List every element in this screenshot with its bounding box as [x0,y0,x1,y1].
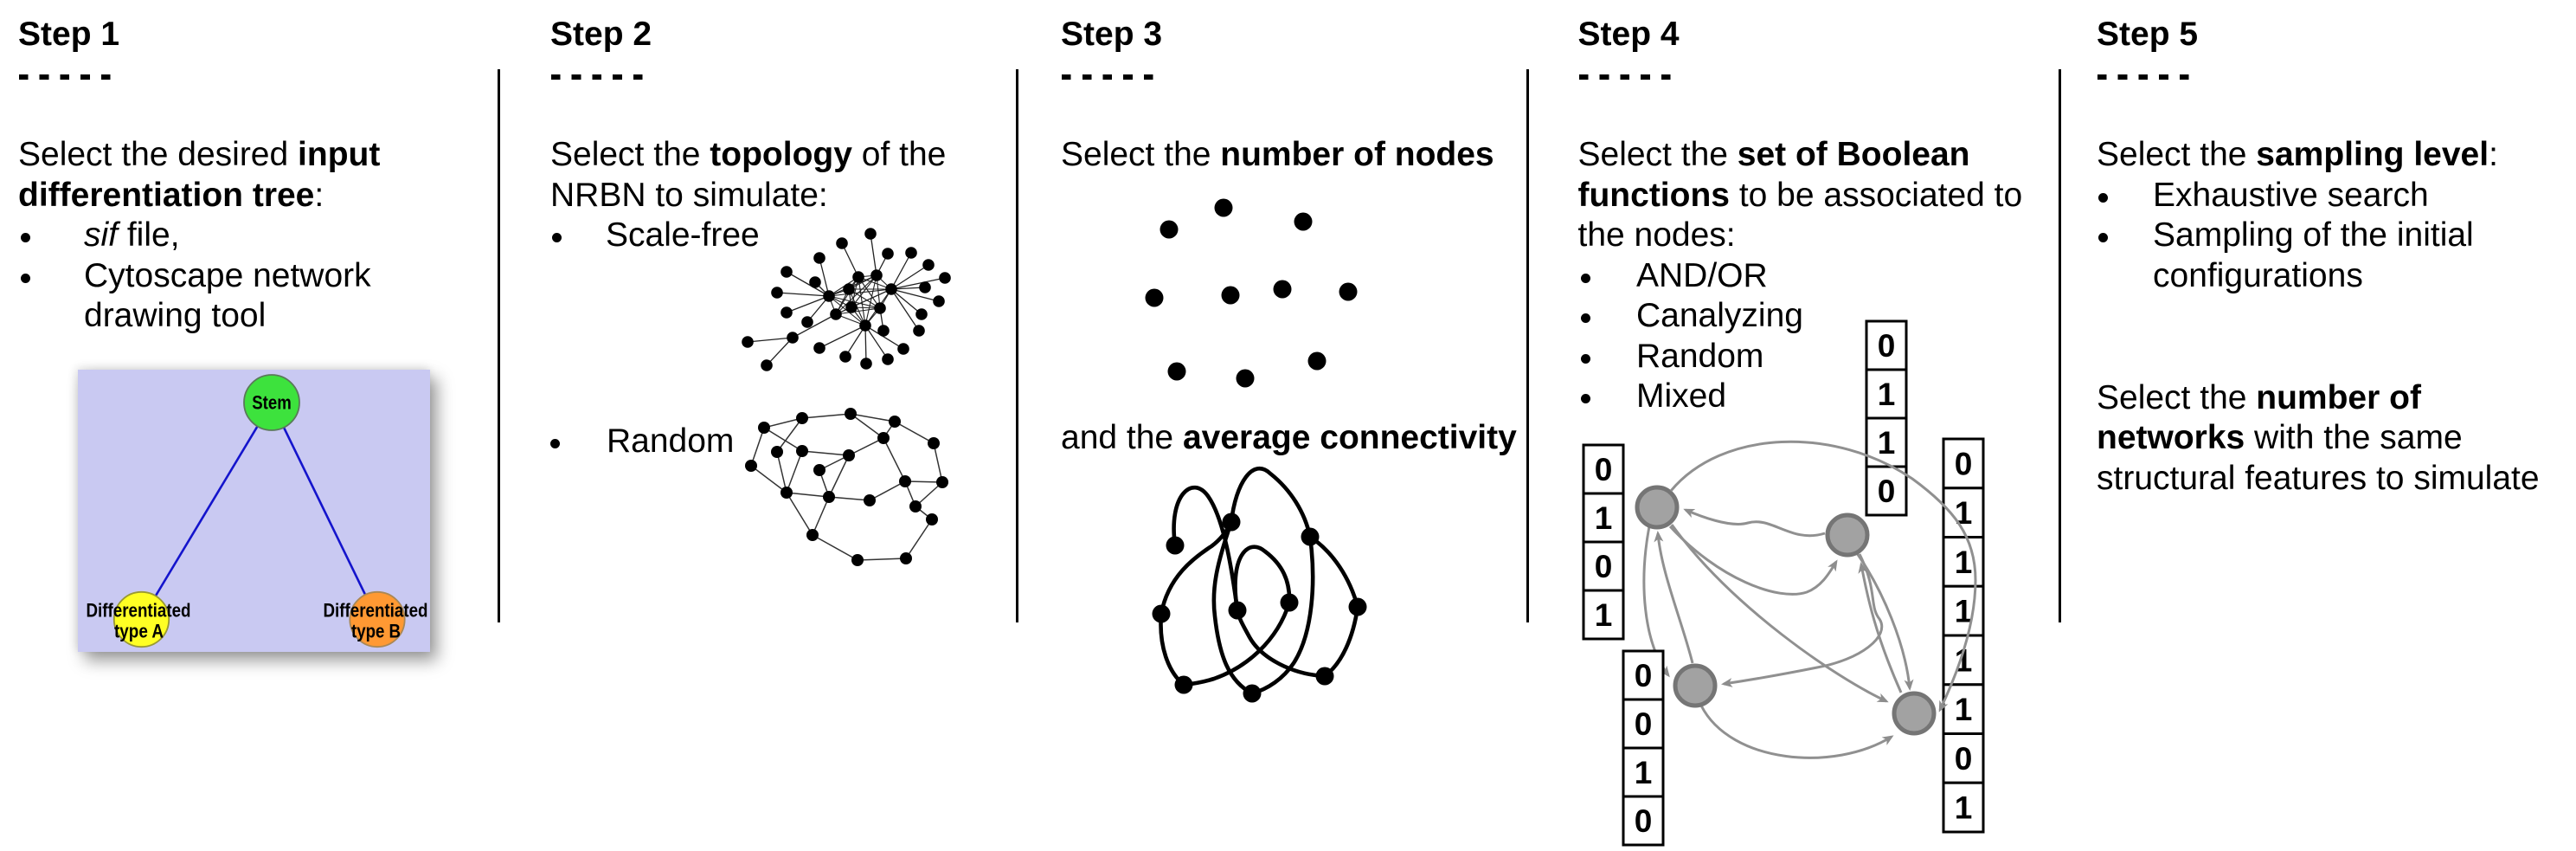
svg-text:type B: type B [351,621,401,642]
svg-text:Differentiated: Differentiated [87,600,191,622]
svg-text:0: 0 [1595,549,1613,584]
svg-text:0: 0 [1878,474,1896,509]
svg-text:1: 1 [1595,500,1613,536]
svg-text:1: 1 [1955,545,1973,580]
svg-text:Differentiated: Differentiated [324,600,428,622]
svg-text:1: 1 [1595,597,1613,633]
svg-text:1: 1 [1955,594,1973,629]
svg-text:0: 0 [1955,446,1973,481]
svg-text:0: 0 [1635,803,1653,839]
svg-text:1: 1 [1955,642,1973,678]
svg-text:1: 1 [1878,377,1896,412]
svg-text:1: 1 [1878,425,1896,461]
svg-text:1: 1 [1955,495,1973,531]
svg-text:type A: type A [114,621,164,642]
svg-text:0: 0 [1955,741,1973,777]
svg-text:1: 1 [1955,692,1973,727]
svg-text:0: 0 [1595,452,1613,487]
svg-text:Stem: Stem [252,392,292,414]
svg-text:1: 1 [1955,790,1973,826]
svg-text:0: 0 [1878,328,1896,364]
svg-text:0: 0 [1635,658,1653,693]
svg-text:0: 0 [1635,706,1653,742]
svg-text:1: 1 [1635,755,1653,790]
